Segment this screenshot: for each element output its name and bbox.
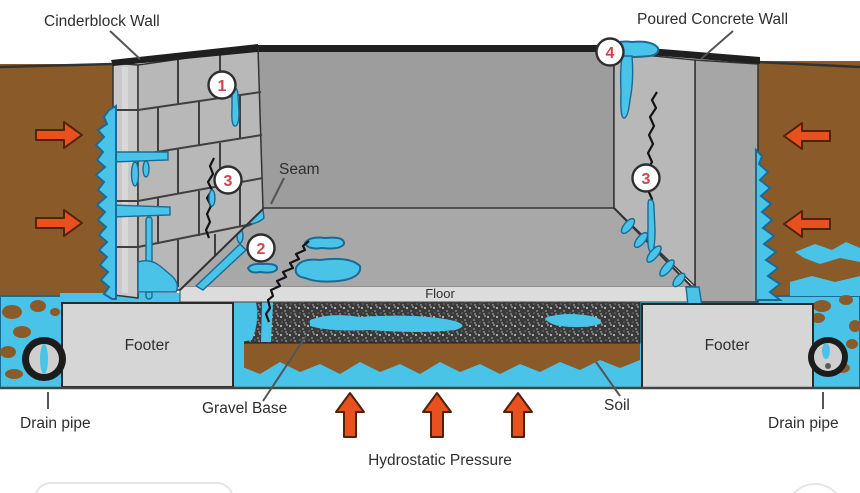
cinderblock-top-edge xyxy=(111,44,258,66)
label-seam: Seam xyxy=(279,161,320,178)
floor-puddle xyxy=(294,257,362,283)
water-streak xyxy=(111,151,169,163)
pressure-arrows xyxy=(35,121,831,438)
label-floor: Floor xyxy=(425,286,455,301)
label-hydrostatic-pressure: Hydrostatic Pressure xyxy=(368,452,512,469)
water-vein xyxy=(545,314,601,328)
water-tongue-right xyxy=(795,242,860,264)
footer-right-label: Footer xyxy=(705,337,750,354)
exterior-water-left xyxy=(94,104,117,300)
exterior-water-right xyxy=(755,147,783,301)
water-drip xyxy=(142,160,150,178)
gravel-base-layer xyxy=(232,301,641,344)
footer-left: Footer xyxy=(61,302,234,388)
arrow-left-upper xyxy=(35,121,83,149)
cinderblock-wall xyxy=(111,44,264,300)
label-cinderblock-wall: Cinderblock Wall xyxy=(44,13,160,30)
marker-3-right-number: 3 xyxy=(642,171,651,188)
marker-1-number: 1 xyxy=(218,78,227,95)
water-drip xyxy=(130,161,140,187)
arrow-bottom-2 xyxy=(422,392,452,438)
leak-markers: 1 3 2 4 3 xyxy=(207,37,661,263)
water-column xyxy=(233,302,244,388)
poured-concrete-wall xyxy=(610,40,760,311)
marker-3-left-number: 3 xyxy=(224,173,233,190)
water-vein xyxy=(310,315,463,332)
subfloor-soil xyxy=(233,338,640,374)
marker-4: 4 xyxy=(595,37,625,67)
floor-puddle xyxy=(246,262,279,274)
water-pool-at-base xyxy=(137,259,179,293)
footer-right: Footer xyxy=(641,303,814,389)
arrow-left-lower xyxy=(35,209,83,237)
marker-3-right: 3 xyxy=(631,163,661,193)
poured-wall-front-face xyxy=(694,59,759,303)
water-drips-along-base xyxy=(620,217,686,288)
water-vein xyxy=(261,302,273,342)
water-drip xyxy=(208,189,216,207)
pointer-lines xyxy=(47,30,824,409)
cropped-overlay-card xyxy=(35,482,233,493)
marker-3-left: 3 xyxy=(213,165,243,195)
label-soil: Soil xyxy=(604,397,630,414)
floor-crack xyxy=(264,240,310,323)
arrow-right-upper xyxy=(783,122,831,150)
arrow-bottom-1 xyxy=(335,392,365,438)
footer-left-label: Footer xyxy=(125,337,170,354)
water-drip xyxy=(231,86,240,127)
label-drain-pipe-right: Drain pipe xyxy=(768,415,839,432)
label-poured-concrete-wall: Poured Concrete Wall xyxy=(637,11,788,28)
back-wall xyxy=(256,45,616,209)
marker-2: 2 xyxy=(246,233,276,263)
water-drip xyxy=(619,55,634,119)
drain-pipe-right xyxy=(808,337,848,377)
marker-4-number: 4 xyxy=(606,45,615,62)
water-streak xyxy=(111,204,171,218)
label-gravel-base: Gravel Base xyxy=(202,400,287,417)
drain-pipe-left xyxy=(22,337,66,381)
water-tongue-right xyxy=(790,276,860,296)
water-drip xyxy=(647,198,656,253)
marker-1: 1 xyxy=(207,70,237,100)
water-along-base xyxy=(194,243,248,291)
cinderblock-crack xyxy=(204,157,215,239)
arrow-right-lower xyxy=(783,210,831,238)
cropped-overlay-circle xyxy=(793,483,837,493)
arrow-bottom-3 xyxy=(503,392,533,438)
labels: Cinderblock Wall Poured Concrete Wall Se… xyxy=(20,11,839,469)
label-drain-pipe-left: Drain pipe xyxy=(20,415,91,432)
floor-puddle xyxy=(303,236,346,250)
soil-left-bank xyxy=(0,62,116,314)
marker-2-number: 2 xyxy=(257,241,266,258)
